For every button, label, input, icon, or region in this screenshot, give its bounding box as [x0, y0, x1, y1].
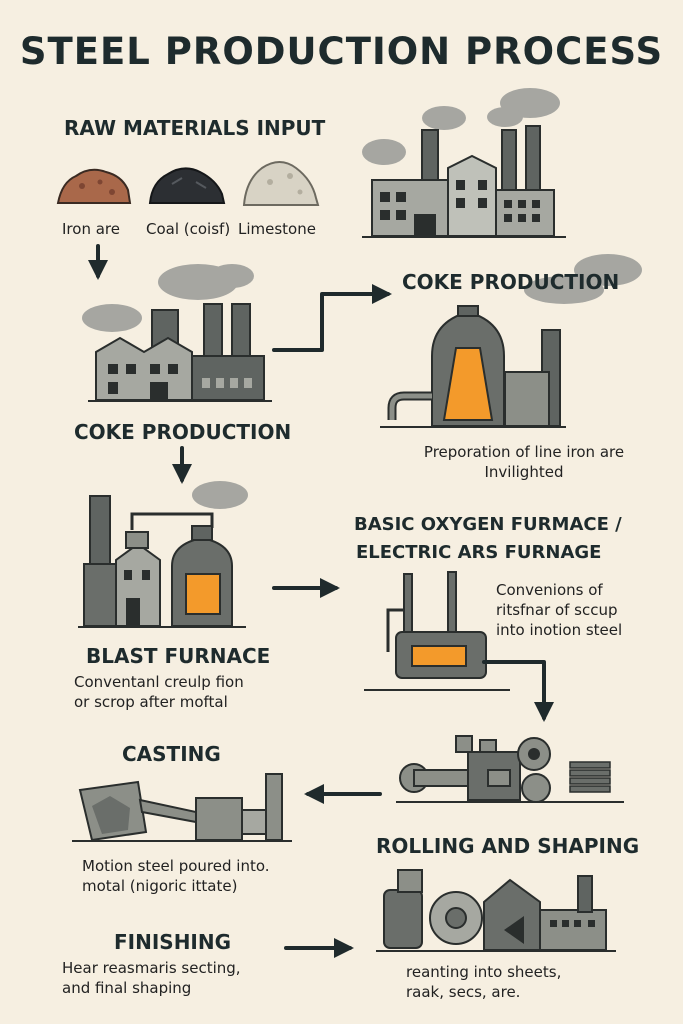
coke-production-description-line-1: Preporation of line iron are	[423, 443, 625, 461]
finishing-description: Hear reasmaris secting, and final shapin…	[62, 958, 292, 998]
top-factory-icon	[362, 88, 566, 238]
finishing-plant-icon	[376, 869, 616, 952]
oxygen-furnace-description: Convenions of ritsfnar of sccup into ino…	[496, 580, 666, 640]
coke-production-heading-left: COKE PRODUCTION	[74, 420, 292, 444]
oxygen-furnace-heading-line-2: ELECTRIC ARS FURNAGE	[356, 542, 602, 563]
blast-furnace-description: Conventanl creulp fion or scrop after mo…	[74, 672, 274, 712]
casting-ladle-icon	[72, 773, 292, 842]
oxygen-furnace-description-line-1: Convenions of	[496, 581, 603, 599]
coke-production-description: Preporation of line iron are Invilighted	[394, 442, 654, 482]
limestone-pile-icon	[242, 161, 320, 206]
casting-description: Motion steel poured into. motal (nigoric…	[82, 856, 322, 896]
oxygen-furnace-description-line-2: ritsfnar of sccup	[496, 601, 618, 619]
coke-oven-icon	[380, 254, 642, 428]
blast-furnace-heading: BLAST FURNACE	[86, 644, 271, 668]
rolling-mill-icon	[396, 735, 624, 803]
arrow-to-rolling	[482, 660, 554, 722]
finishing-heading: FINISHING	[114, 930, 232, 954]
finishing-description-line-1: Hear reasmaris secting,	[62, 959, 241, 977]
rolling-shaping-description: reanting into sheets, raak, secs, are.	[406, 962, 606, 1002]
page-title: STEEL PRODUCTION PROCESS	[19, 30, 664, 73]
blast-furnace-description-line-2: or scrop after moftal	[74, 693, 228, 711]
rolling-shaping-heading: ROLLING AND SHAPING	[376, 834, 640, 858]
oxygen-furnace-description-line-3: into inotion steel	[496, 621, 623, 639]
iron-ore-pile-icon	[56, 168, 132, 204]
coke-plant-factory-icon	[82, 264, 272, 402]
blast-furnace-description-line-1: Conventanl creulp fion	[74, 673, 244, 691]
arrow-to-coke-oven	[272, 284, 392, 352]
rolling-shaping-description-line-1: reanting into sheets,	[406, 963, 562, 981]
casting-description-line-1: Motion steel poured into.	[82, 857, 270, 875]
oxygen-furnace-icon	[364, 571, 510, 691]
finishing-description-line-2: and final shaping	[62, 979, 192, 997]
coke-production-heading-right: COKE PRODUCTION	[402, 270, 620, 294]
coal-pile-icon	[148, 167, 226, 204]
material-label-coal: Coal (coisf)	[146, 220, 231, 238]
material-label-iron-ore: Iron are	[62, 220, 120, 238]
material-label-limestone: Limestone	[238, 220, 316, 238]
casting-heading: CASTING	[122, 742, 221, 766]
oxygen-furnace-heading-line-1: BASIC OXYGEN FURMACE /	[354, 514, 622, 535]
coke-production-description-line-2: Invilighted	[484, 463, 564, 481]
rolling-shaping-description-line-2: raak, secs, are.	[406, 983, 521, 1001]
casting-description-line-2: motal (nigoric ittate)	[82, 877, 238, 895]
blast-furnace-icon	[78, 481, 248, 628]
raw-materials-heading: RAW MATERIALS INPUT	[64, 116, 326, 140]
